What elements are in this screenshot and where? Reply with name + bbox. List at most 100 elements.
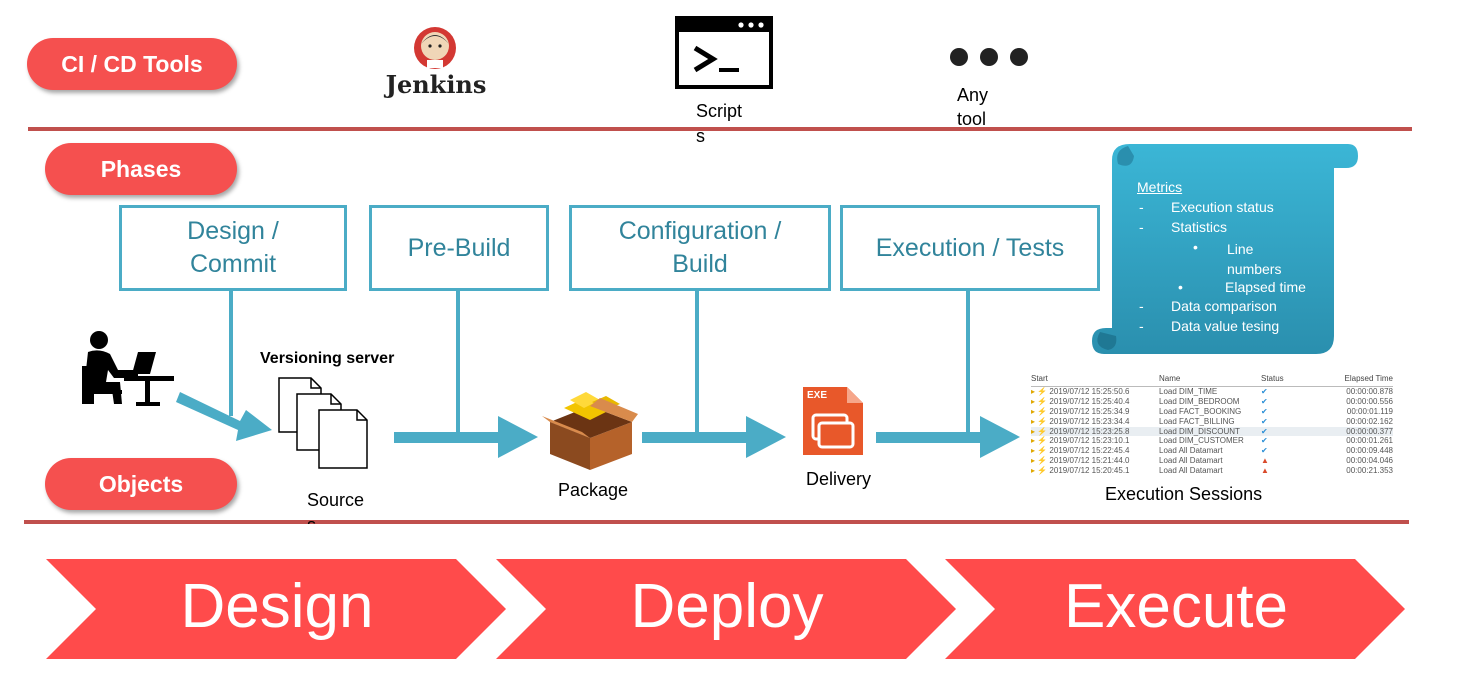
package-label: Package xyxy=(558,480,629,500)
phase-configuration-build: Configuration / Build xyxy=(569,205,831,291)
check-icon: ✔ xyxy=(1261,396,1268,406)
lightning-icon: ▸ ⚡ xyxy=(1031,446,1050,456)
top-separator xyxy=(28,127,1412,131)
stage-execute-label: Execute xyxy=(1063,572,1289,641)
table-body: ▸ ⚡ 2019/07/12 15:25:50.6 Load DIM_TIME ✔ 0… xyxy=(1031,387,1393,476)
cell-elapsed: 00:00:09.448 xyxy=(1346,446,1393,456)
metrics-item: Execution status xyxy=(1171,199,1274,215)
bottom-separator xyxy=(24,520,1409,524)
cell-start: ▸ ⚡ 2019/07/12 15:23:10.1 xyxy=(1031,436,1130,446)
table-row: ▸ ⚡ 2019/07/12 15:21:44.0 Load All Datama… xyxy=(1031,456,1393,466)
check-icon: ✔ xyxy=(1261,426,1268,436)
header-start: Start xyxy=(1031,374,1048,383)
lightning-icon: ▸ ⚡ xyxy=(1031,456,1050,466)
execution-sessions-table: Start Name Status Elapsed Time ▸ ⚡ 2019/… xyxy=(1031,374,1393,476)
metrics-bullet: - xyxy=(1139,298,1144,314)
cell-name: Load FACT_BOOKING xyxy=(1159,406,1242,416)
warning-icon: ▲ xyxy=(1261,466,1269,476)
lightning-icon: ▸ ⚡ xyxy=(1031,436,1050,446)
cell-start: ▸ ⚡ 2019/07/12 15:23:25.8 xyxy=(1031,426,1130,436)
jenkins-text: Jenkins xyxy=(385,70,487,99)
metrics-title: Metrics xyxy=(1137,179,1183,195)
developer-at-desk-icon xyxy=(82,331,174,406)
metrics-bullet: - xyxy=(1139,199,1144,215)
more-dots-icon xyxy=(950,48,1028,66)
phase-pre-build: Pre-Build xyxy=(369,205,549,291)
versioning-server-label: Versioning server xyxy=(260,350,395,367)
header-elapsed: Elapsed Time xyxy=(1344,374,1393,383)
jenkins-butler-icon xyxy=(414,27,456,69)
metrics-item: Data value tesing xyxy=(1171,318,1280,334)
connector-config xyxy=(695,291,699,437)
lightning-icon: ▸ ⚡ xyxy=(1031,396,1050,406)
cell-start: ▸ ⚡ 2019/07/12 15:21:44.0 xyxy=(1031,456,1130,466)
metrics-item: Line numbers xyxy=(1227,241,1282,277)
cell-start: ▸ ⚡ 2019/07/12 15:25:34.9 xyxy=(1031,406,1130,416)
lightning-icon: ▸ ⚡ xyxy=(1031,416,1050,426)
warning-icon: ▲ xyxy=(1261,456,1269,466)
exe-badge: EXE xyxy=(807,390,828,401)
source-files-icon xyxy=(278,377,368,469)
cell-elapsed: 00:00:21.353 xyxy=(1346,466,1393,476)
stage-design-arrow: Design xyxy=(46,559,508,659)
table-row: ▸ ⚡ 2019/07/12 15:23:25.8 Load DIM_DISCOU… xyxy=(1031,426,1393,437)
objects-label: Objects xyxy=(45,458,237,510)
scripts-label: Script s xyxy=(696,101,743,146)
connector-exec xyxy=(966,291,970,437)
header-status: Status xyxy=(1261,374,1284,383)
cell-start: ▸ ⚡ 2019/07/12 15:25:40.4 xyxy=(1031,396,1130,406)
table-row: ▸ ⚡ 2019/07/12 15:23:34.4 Load FACT_BILLI… xyxy=(1031,417,1393,427)
arrow-package-to-delivery xyxy=(642,416,786,458)
table-row: ▸ ⚡ 2019/07/12 15:22:45.4 Load All Datama… xyxy=(1031,446,1393,456)
cell-name: Load DIM_TIME xyxy=(1159,387,1218,396)
lightning-icon: ▸ ⚡ xyxy=(1031,466,1050,476)
metrics-bullet: • xyxy=(1178,279,1183,295)
table-row: ▸ ⚡ 2019/07/12 15:20:45.1 Load All Datama… xyxy=(1031,466,1393,476)
any-tool-label: Any tool xyxy=(957,85,989,129)
jenkins-logo: Jenkins xyxy=(372,24,500,100)
cell-name: Load FACT_BILLING xyxy=(1159,416,1235,426)
cell-elapsed: 00:00:02.162 xyxy=(1346,416,1393,426)
cell-name: Load DIM_BEDROOM xyxy=(1159,396,1240,406)
stage-execute-arrow: Execute xyxy=(945,559,1407,659)
table-header: Start Name Status Elapsed Time xyxy=(1031,374,1393,387)
arrow-source-to-package xyxy=(394,416,538,458)
connector-prebuild xyxy=(456,291,460,436)
stage-deploy-label: Deploy xyxy=(630,572,824,641)
stage-design-label: Design xyxy=(180,572,374,641)
table-row: ▸ ⚡ 2019/07/12 15:25:34.9 Load FACT_BOOKI… xyxy=(1031,407,1393,417)
phases-label: Phases xyxy=(45,143,237,195)
check-icon: ✔ xyxy=(1261,446,1268,456)
cell-name: Load All Datamart xyxy=(1159,456,1223,466)
lightning-icon: ▸ ⚡ xyxy=(1031,387,1050,396)
stage-deploy-arrow: Deploy xyxy=(496,559,958,659)
metrics-item: Statistics xyxy=(1171,219,1228,235)
cell-name: Load DIM_DISCOUNT xyxy=(1159,426,1240,436)
cell-elapsed: 00:00:00.878 xyxy=(1346,387,1393,396)
metrics-item: Elapsed time xyxy=(1225,279,1306,295)
cell-start: ▸ ⚡ 2019/07/12 15:23:34.4 xyxy=(1031,416,1130,426)
cell-start: ▸ ⚡ 2019/07/12 15:25:50.6 xyxy=(1031,387,1130,396)
cell-name: Load DIM_CUSTOMER xyxy=(1159,436,1244,446)
header-name: Name xyxy=(1159,374,1181,383)
phase-execution-tests: Execution / Tests xyxy=(840,205,1100,291)
cell-start: ▸ ⚡ 2019/07/12 15:22:45.4 xyxy=(1031,446,1130,456)
check-icon: ✔ xyxy=(1261,436,1268,446)
lightning-icon: ▸ ⚡ xyxy=(1031,426,1050,436)
lightning-icon: ▸ ⚡ xyxy=(1031,406,1050,416)
metrics-bullet: - xyxy=(1139,219,1144,235)
table-row: ▸ ⚡ 2019/07/12 15:25:40.4 Load DIM_BEDROO… xyxy=(1031,397,1393,407)
sources-label: Source s xyxy=(307,490,365,524)
cell-start: ▸ ⚡ 2019/07/12 15:20:45.1 xyxy=(1031,466,1130,476)
ci-cd-tools-label: CI / CD Tools xyxy=(27,38,237,90)
exe-file-icon: EXE xyxy=(801,385,865,457)
cell-elapsed: 00:00:00.556 xyxy=(1346,396,1393,406)
connector-design xyxy=(229,291,233,416)
cell-name: Load All Datamart xyxy=(1159,466,1223,476)
cell-elapsed: 00:00:01.119 xyxy=(1346,406,1393,416)
cell-elapsed: 00:00:04.046 xyxy=(1346,456,1393,466)
arrow-user-to-source xyxy=(176,392,272,441)
cell-name: Load All Datamart xyxy=(1159,446,1223,456)
cell-elapsed: 00:00:00.377 xyxy=(1346,426,1393,436)
